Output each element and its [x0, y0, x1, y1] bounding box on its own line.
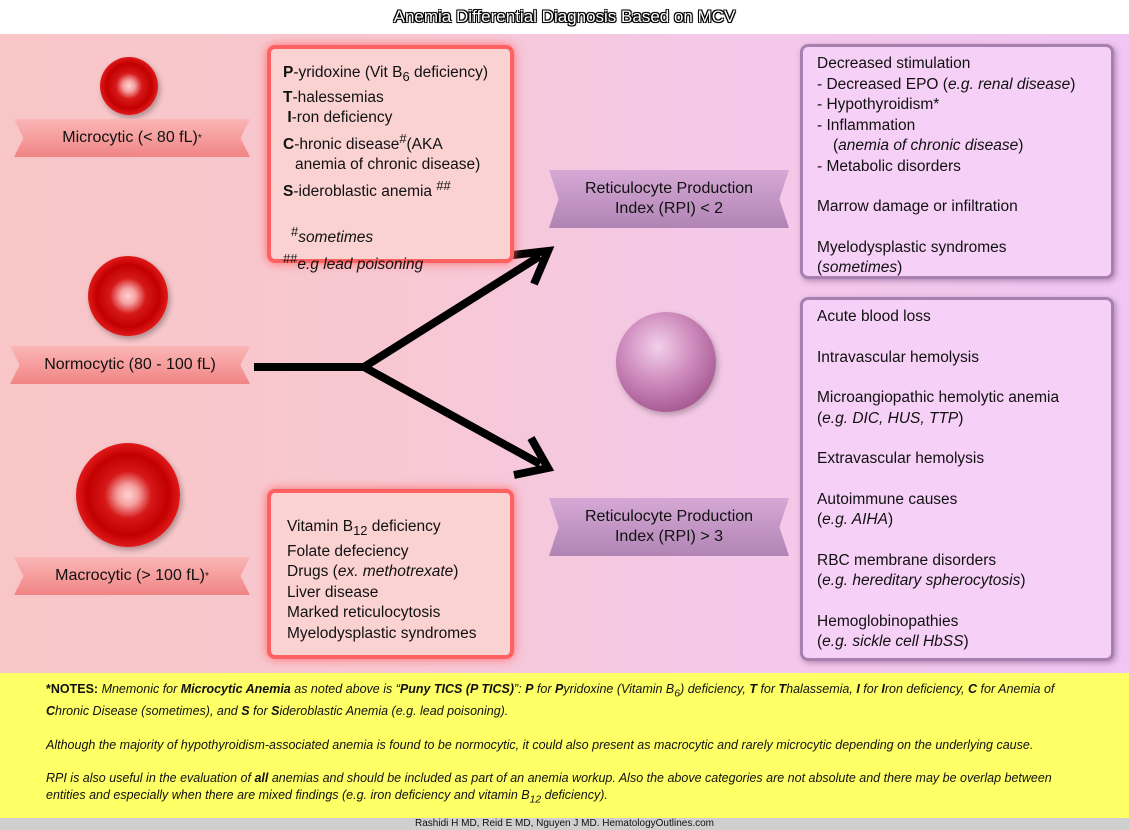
high-extravascular: Extravascular hemolysis: [817, 450, 985, 467]
high-spherocytosis: (e.g. hereditary spherocytosis): [817, 572, 1026, 589]
macrocytic-causes-box: Vitamin B12 deficiency Folate defeciency…: [267, 489, 514, 659]
macro-reticulocytosis: Marked reticulocytosis: [287, 604, 441, 622]
normocytic-banner: Normocytic (80 - 100 fL): [10, 346, 250, 384]
cause-chronic-disease-aka: anemia of chronic disease): [295, 156, 481, 174]
macro-b12: Vitamin B12 deficiency: [287, 518, 441, 539]
cause-chronic-disease: C-hronic disease#(AKA: [283, 130, 443, 153]
microcytic-asterisk: *: [197, 132, 202, 144]
microcytic-label: Microcytic (< 80 fL): [62, 129, 198, 146]
low-decreased-stimulation: Decreased stimulation: [817, 55, 971, 72]
rpi-high-banner: Reticulocyte Production Index (RPI) > 3: [549, 498, 789, 556]
arrow-head-up: [512, 246, 555, 286]
normocytic-cell-icon: [88, 256, 168, 336]
macro-drugs: Drugs (ex. methotrexate): [287, 563, 459, 581]
macrocytic-cell-icon: [76, 443, 180, 547]
cause-sideroblastic: S-ideroblastic anemia ##: [283, 177, 451, 200]
notes-rpi: RPI is also useful in the evaluation of …: [46, 771, 1052, 805]
low-sometimes: (sometimes): [817, 259, 903, 276]
high-intravascular: Intravascular hemolysis: [817, 348, 979, 366]
rpi-high-line1: Reticulocyte Production: [584, 508, 754, 525]
microcytic-causes-box: P-yridoxine (Vit B6 deficiency) T-haless…: [267, 45, 514, 273]
high-autoimmune: Autoimmune causes: [817, 490, 958, 508]
high-microangiopathic: Microangiopathic hemolytic anemia: [817, 389, 1060, 406]
arrow-head-down: [513, 436, 555, 479]
arrow-to-rpi-high: [362, 363, 542, 468]
low-myelodysplastic: Myelodysplastic syndromes: [817, 238, 1007, 256]
cause-pyridoxine: P-yridoxine (Vit B6 deficiency): [283, 64, 489, 85]
macrocytic-banner: Macrocytic (> 100 fL)*: [14, 557, 250, 595]
macrocytic-asterisk: *: [204, 570, 209, 582]
high-sickle-cell: (e.g. sickle cell HbSS): [817, 633, 969, 650]
rpi-high-causes-box: Acute blood loss Intravascular hemolysis…: [800, 297, 1114, 661]
high-acute-blood-loss: Acute blood loss: [817, 308, 931, 325]
low-anemia-chronic: (anemia of chronic disease): [833, 137, 1024, 154]
low-hypothyroidism: - Hypothyroidism*: [817, 96, 940, 113]
rpi-low-line2: Index (RPI) < 2: [614, 200, 724, 217]
rpi-low-causes-box: Decreased stimulation - Decreased EPO (e…: [800, 44, 1114, 279]
low-decreased-epo: - Decreased EPO (e.g. renal disease): [817, 75, 1076, 93]
rpi-low-banner: Reticulocyte Production Index (RPI) < 2: [549, 170, 789, 228]
footnote-lead-poisoning: ##e.g lead poisoning: [283, 251, 424, 274]
low-inflammation: - Inflammation: [817, 116, 916, 134]
microcytic-cell-icon: [100, 57, 158, 115]
high-aiha: (e.g. AIHA): [817, 511, 894, 528]
notes-mnemonic: *NOTES: Mnemonic for Microcytic Anemia a…: [46, 682, 1055, 718]
high-rbc-membrane: RBC membrane disorders: [817, 551, 997, 569]
cause-iron-deficiency: I-ron deficiency: [287, 109, 393, 127]
high-hemoglobinopathies: Hemoglobinopathies: [817, 612, 959, 630]
footnote-sometimes: #sometimes: [291, 224, 374, 247]
normocytic-label: Normocytic (80 - 100 fL): [44, 356, 216, 373]
macro-folate: Folate defeciency: [287, 542, 409, 560]
rpi-high-line2: Index (RPI) > 3: [614, 528, 724, 545]
cause-thalassemias: T-halessemias: [283, 88, 384, 106]
reticulocyte-cell-icon: [616, 312, 716, 412]
arrow-to-rpi-low: [361, 252, 543, 371]
microcytic-banner: Microcytic (< 80 fL)*: [14, 119, 250, 157]
low-metabolic: - Metabolic disorders: [817, 157, 961, 175]
low-marrow-damage: Marrow damage or infiltration: [817, 198, 1018, 215]
rpi-low-line1: Reticulocyte Production: [584, 180, 754, 197]
macro-myelodysplastic: Myelodysplastic syndromes: [287, 624, 477, 642]
macro-liver: Liver disease: [287, 583, 379, 601]
high-dic-hus-ttp: (e.g. DIC, HUS, TTP): [817, 409, 964, 427]
page-title: Anemia Differential Diagnosis Based on M…: [393, 7, 736, 26]
notes-hypothyroidism: Although the majority of hypothyroidism-…: [46, 737, 1034, 752]
footer-credit: Rashidi H MD, Reid E MD, Nguyen J MD. He…: [0, 818, 1129, 830]
macrocytic-label: Macrocytic (> 100 fL): [55, 567, 205, 584]
notes-panel: *NOTES: Mnemonic for Microcytic Anemia a…: [0, 673, 1129, 818]
